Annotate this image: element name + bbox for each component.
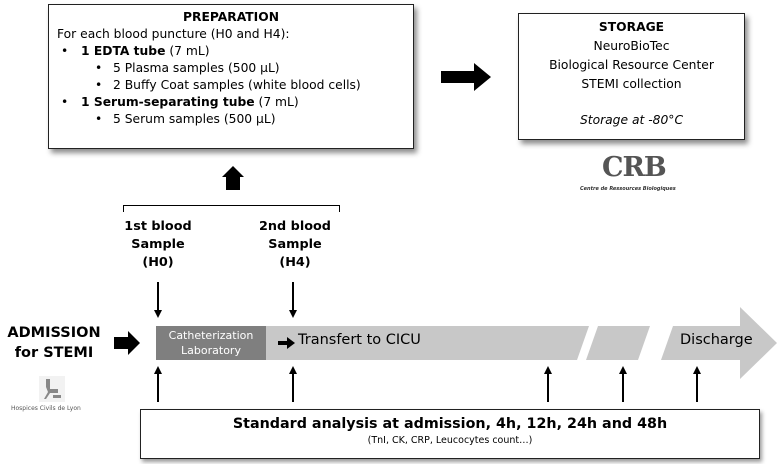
sample-h0-label: 1st blood Sample (H0)	[113, 218, 203, 272]
standard-analysis-box: Standard analysis at admission, 4h, 12h,…	[140, 409, 760, 459]
edta-subitem: 5 Plasma samples (500 µL)	[57, 60, 405, 77]
edta-tube-item: 1 EDTA tube (7 mL)	[57, 43, 405, 60]
admission-line: for STEMI	[14, 345, 94, 361]
preparation-intro: For each blood puncture (H0 and H4):	[57, 27, 290, 41]
standard-analysis-title: Standard analysis at admission, 4h, 12h,…	[232, 416, 668, 432]
crb-logo-mark: CRB	[602, 152, 667, 183]
storage-box: STORAGE NeuroBioTec Biological Resource …	[518, 13, 745, 140]
storage-line: NeuroBioTec	[593, 39, 670, 53]
edta-subitem: 2 Buffy Coat samples (white blood cells)	[57, 77, 405, 94]
hcl-logo-icon	[39, 376, 65, 402]
transfer-label: Transfert to CICU	[298, 332, 421, 348]
to-preparation-arrow	[222, 166, 244, 190]
serum-subitem: 5 Serum samples (500 µL)	[57, 111, 405, 128]
timeline-segment-2	[586, 326, 650, 360]
cath-line: Laboratory	[181, 344, 241, 357]
serum-tube-label: 1 Serum-separating tube	[81, 95, 255, 109]
admission-label: ADMISSION for STEMI	[2, 323, 106, 363]
serum-tube-volume: (7 mL)	[254, 95, 299, 109]
preparation-title: PREPARATION	[182, 10, 280, 24]
admission-arrow	[114, 331, 140, 355]
hcl-logo-caption: Hospices Civils de Lyon	[11, 405, 81, 412]
catheterization-laboratory-box: Catheterization Laboratory	[156, 326, 266, 360]
sample-h4-line: 2nd blood	[259, 219, 331, 234]
crb-logo-caption: Centre de Ressources Biologiques	[580, 186, 676, 192]
sample-h0-line: 1st blood	[124, 219, 192, 234]
timeline-arrow-head	[661, 307, 777, 379]
serum-tube-item: 1 Serum-separating tube (7 mL)	[57, 94, 405, 111]
sample-h4-line: Sample	[268, 237, 322, 252]
sample-h0-line: (H0)	[142, 255, 174, 270]
transfer-arrow	[278, 337, 295, 349]
edta-tube-volume: (7 mL)	[165, 44, 210, 58]
to-storage-arrow	[441, 63, 491, 91]
cath-line: Catheterization	[168, 329, 254, 342]
preparation-box: PREPARATION For each blood puncture (H0 …	[48, 4, 414, 149]
sample-h4-label: 2nd blood Sample (H4)	[250, 218, 340, 272]
storage-line: Biological Resource Center	[549, 58, 714, 72]
storage-temperature: Storage at -80°C	[579, 113, 684, 127]
storage-line: STEMI collection	[581, 77, 682, 91]
sample-h0-line: Sample	[131, 237, 185, 252]
samples-bracket	[123, 205, 340, 212]
sample-h4-line: (H4)	[279, 255, 311, 270]
edta-tube-label: 1 EDTA tube	[81, 44, 166, 58]
admission-line: ADMISSION	[7, 325, 101, 341]
standard-analysis-subtitle: (TnI, CK, CRP, Leucocytes count…)	[367, 435, 533, 446]
crb-logo: CRB	[578, 152, 698, 196]
discharge-label: Discharge	[680, 332, 753, 348]
storage-title: STORAGE	[598, 20, 665, 34]
